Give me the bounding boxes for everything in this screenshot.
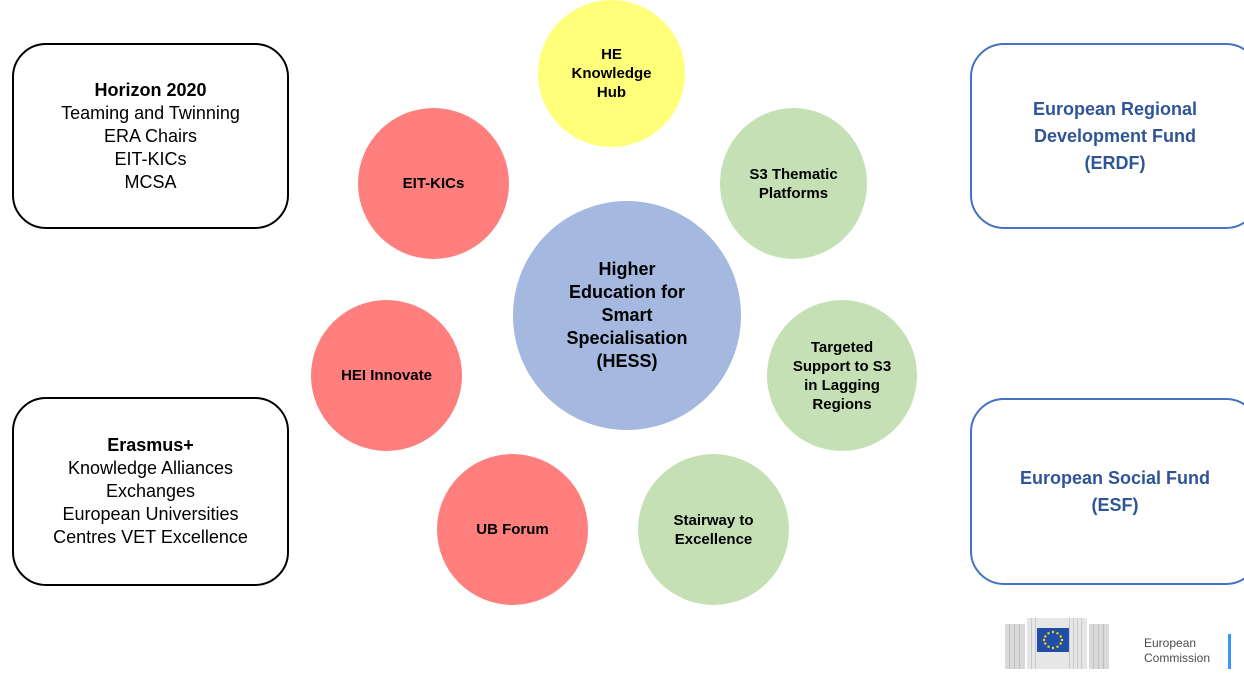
esf-line: (ESF)	[1091, 494, 1139, 515]
circle-label: Smart	[601, 305, 653, 325]
erasmus-plus-box: Erasmus+ Knowledge Alliances Exchanges E…	[12, 397, 289, 586]
ub-forum-circle: UB Forum	[437, 454, 588, 605]
logo-text-commission: Commission	[1144, 651, 1211, 665]
he-knowledge-hub-circle: HE Knowledge Hub	[538, 0, 685, 147]
erdf-box: European Regional Development Fund (ERDF…	[970, 43, 1244, 229]
stairway-to-excellence-circle: Stairway to Excellence	[638, 454, 789, 605]
circle-label: Regions	[812, 395, 872, 413]
erasmus-plus-title: Erasmus+	[107, 435, 194, 455]
erasmus-item: European Universities	[62, 504, 239, 524]
circle-label: Knowledge	[571, 65, 652, 82]
horizon-item: EIT-KICs	[114, 148, 187, 169]
circle-label: Platforms	[758, 184, 829, 202]
erasmus-item: Knowledge Alliances	[67, 458, 234, 478]
targeted-support-circle: Targeted Support to S3 in Lagging Region…	[767, 300, 917, 451]
eit-kics-circle: EIT-KICs	[358, 108, 509, 259]
circle-label: in Lagging	[804, 376, 880, 394]
horizon-item: Teaming and Twinning	[61, 102, 240, 123]
circle-label: Stairway to	[673, 511, 754, 529]
circle-label: Excellence	[674, 530, 753, 548]
circle-label: UB Forum	[476, 521, 549, 538]
circle-label: S3 Thematic	[749, 165, 838, 183]
circle-label: Targeted	[810, 338, 874, 356]
hess-center-circle: Higher Education for Smart Specialisatio…	[513, 201, 741, 430]
european-commission-logo: European Commission	[1005, 614, 1244, 669]
circle-label: Support to S3	[792, 357, 892, 375]
circle-label: Education for	[568, 282, 685, 302]
hei-innovate-circle: HEI Innovate	[311, 300, 462, 451]
s3-thematic-platforms-circle: S3 Thematic Platforms	[720, 108, 867, 259]
ec-building-icon	[1005, 618, 1231, 669]
logo-text-european: European	[1144, 636, 1197, 650]
esf-box: European Social Fund (ESF)	[970, 398, 1244, 585]
horizon-item: ERA Chairs	[103, 125, 198, 146]
esf-line: European Social Fund	[1019, 467, 1211, 488]
erdf-line: Development Fund	[1033, 125, 1196, 146]
erdf-line: European Regional	[1032, 98, 1198, 119]
horizon-2020-box: Horizon 2020 Teaming and Twinning ERA Ch…	[12, 43, 289, 229]
circle-label: EIT-KICs	[402, 175, 465, 192]
circle-label: (HESS)	[596, 351, 658, 371]
circle-label: Higher	[598, 259, 656, 279]
circle-label: Specialisation	[566, 328, 688, 348]
horizon-item: MCSA	[124, 171, 177, 192]
horizon-2020-title: Horizon 2020	[94, 79, 207, 100]
erasmus-item: Centres VET Excellence	[53, 527, 248, 547]
circle-label: HEI Innovate	[341, 367, 432, 384]
erasmus-item: Exchanges	[105, 481, 196, 501]
erdf-line: (ERDF)	[1084, 152, 1146, 173]
circle-label: HE	[601, 46, 622, 63]
circle-label: Hub	[596, 84, 627, 101]
